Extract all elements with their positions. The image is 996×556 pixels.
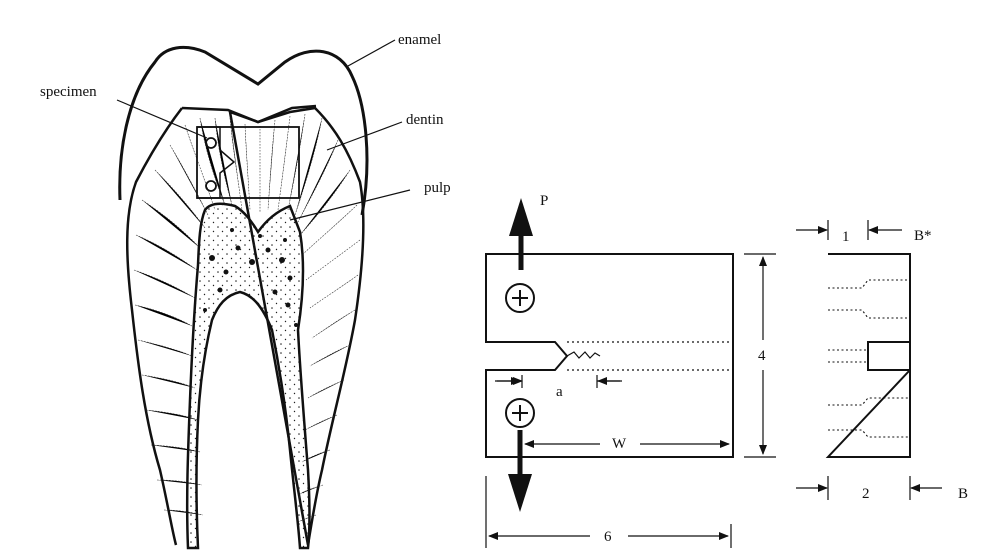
ct-specimen-diagram: P a W 4 6: [485, 193, 776, 548]
specimen-pin-hole-top: [205, 137, 217, 149]
dentin-texture: [133, 113, 361, 523]
load-arrow-up: [509, 198, 533, 270]
side-view-diagram: 1 B* 2 B: [796, 220, 968, 502]
height-label: 4: [758, 348, 766, 364]
thickness-label: B: [958, 486, 968, 502]
specimen-leader: [116, 99, 208, 139]
pulp-leader: [289, 189, 411, 221]
specimen-rect: [196, 126, 300, 199]
load-label: P: [540, 193, 548, 209]
specimen-ct-outline: [197, 126, 236, 199]
enamel-outline: [118, 45, 369, 216]
width-label: W: [612, 436, 627, 452]
thickness-dim: 2: [862, 486, 870, 502]
crack-length-label: a: [556, 384, 563, 400]
pin-hole-top: [505, 283, 535, 313]
dentin-leader: [326, 121, 403, 151]
load-arrow-down: [508, 430, 532, 512]
enamel-leader: [347, 39, 396, 67]
tooth-diagram: enamel specimen dentin pulp: [40, 32, 451, 550]
length-label: 6: [604, 529, 612, 545]
net-thickness-label: B*: [914, 228, 932, 244]
crack: [566, 351, 601, 359]
ct-specimen-outline: [485, 253, 734, 458]
pulp-chamber: [185, 202, 311, 550]
enamel-label: enamel: [398, 32, 441, 48]
pulp-label: pulp: [424, 180, 451, 196]
dentin-label: dentin: [406, 112, 444, 128]
specimen-pin-hole-bottom: [205, 180, 217, 192]
side-groove-lines: [828, 279, 910, 438]
net-thickness-dim: 1: [842, 229, 850, 245]
pin-hole-bottom: [505, 398, 535, 428]
dentin-outline: [126, 106, 365, 546]
specimen-label: specimen: [40, 84, 97, 100]
pulp-inclusions: [203, 228, 298, 327]
